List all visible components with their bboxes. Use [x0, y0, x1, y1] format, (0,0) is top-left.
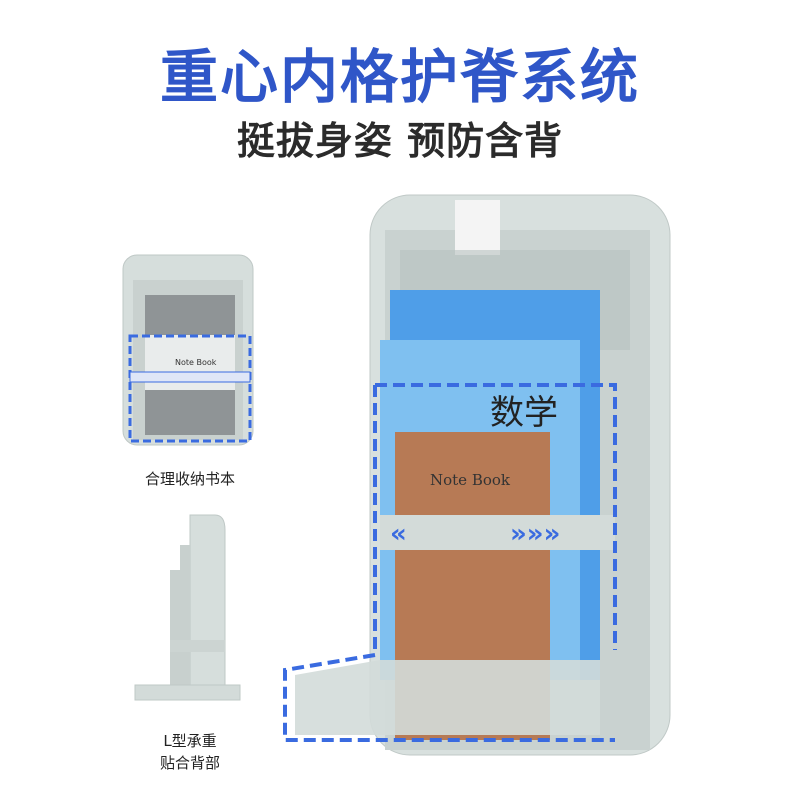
small-notebook-label: Note Book: [175, 358, 217, 367]
page-title: 重心内格护脊系统: [159, 43, 640, 111]
caption-front-storage: 合理收纳书本: [144, 470, 235, 488]
notebook-label: Note Book: [430, 471, 511, 489]
main-backpack-illustration: 数学 Note Book « »»»: [283, 194, 671, 756]
caption-side-line2: 贴合背部: [159, 754, 220, 772]
svg-text:«: «: [390, 519, 407, 549]
math-book-label: 数学: [490, 393, 558, 433]
small-backpack-side-illustration: [134, 514, 241, 701]
svg-text:»»»: »»»: [510, 519, 560, 549]
tag-label: [455, 200, 500, 255]
small-backpack-front-illustration: Note Book: [122, 254, 254, 446]
caption-side-line1: L型承重: [163, 732, 217, 750]
page-subtitle: 挺拔身姿 预防含背: [236, 119, 564, 163]
